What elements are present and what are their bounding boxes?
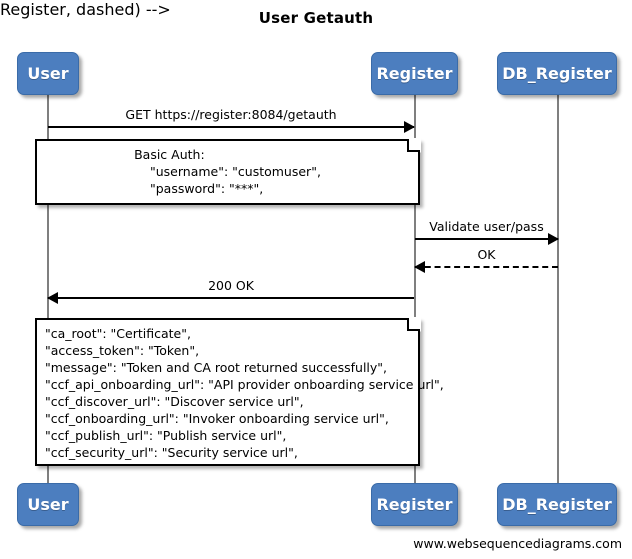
message-validate-user-pass-line — [415, 238, 558, 240]
participant-db-register-top-label: DB_Register — [502, 63, 612, 83]
footer-credit: www.websequencediagrams.com — [413, 536, 622, 551]
note-line: "ccf_onboarding_url": "Invoker onboardin… — [45, 411, 389, 426]
lifeline-db-register — [557, 95, 559, 484]
note-fold-corner-icon — [407, 318, 420, 331]
note-line: Basic Auth: — [134, 147, 205, 162]
participant-db-register-top[interactable]: DB_Register — [497, 52, 617, 95]
note-line: "message": "Token and CA root returned s… — [45, 360, 388, 375]
note-line: "password": "***", — [134, 181, 264, 196]
note-line: "ccf_security_url": "Security service ur… — [45, 445, 298, 460]
arrow-head-left-icon — [47, 292, 58, 304]
participant-register-bottom-label: Register — [376, 494, 453, 514]
note-line: "ca_root": "Certificate", — [45, 326, 191, 341]
message-ok-label: OK — [477, 247, 496, 262]
note-line: "ccf_publish_url": "Publish service url"… — [45, 428, 287, 443]
message-200-ok-label: 200 OK — [208, 278, 254, 293]
note-response-payload-body: "ca_root": "Certificate", "access_token"… — [37, 320, 444, 465]
note-basic-auth: Basic Auth: "username": "customuser", "p… — [35, 138, 421, 205]
participant-user-bottom-label: User — [27, 494, 69, 514]
participant-user-bottom[interactable]: User — [17, 483, 79, 526]
page-title: User Getauth — [258, 9, 374, 27]
participant-register-bottom[interactable]: Register — [371, 483, 458, 526]
note-fold-corner-icon — [407, 139, 420, 152]
arrow-head-right-icon — [404, 121, 415, 133]
participant-user-top-label: User — [27, 63, 69, 83]
message-validate-user-pass-label: Validate user/pass — [429, 219, 544, 234]
note-line: "ccf_api_onboarding_url": "API provider … — [45, 377, 444, 392]
arrow-head-left-icon — [414, 261, 425, 273]
participant-user-top[interactable]: User — [17, 52, 79, 95]
note-line: "username": "customuser", — [134, 164, 321, 179]
note-response-payload: "ca_root": "Certificate", "access_token"… — [35, 317, 444, 466]
note-line: "ccf_discover_url": "Discover service ur… — [45, 394, 304, 409]
participant-register-top[interactable]: Register — [371, 52, 458, 95]
note-basic-auth-body: Basic Auth: "username": "customuser", "p… — [37, 141, 418, 201]
participant-register-top-label: Register — [376, 63, 453, 83]
lifeline-user — [47, 95, 49, 484]
lifeline-register — [414, 95, 416, 484]
message-ok-line — [415, 266, 558, 268]
message-get-auth-line — [48, 126, 414, 128]
note-line: "access_token": "Token", — [45, 343, 200, 358]
participant-db-register-bottom-label: DB_Register — [502, 494, 612, 514]
arrow-head-right-icon — [548, 233, 559, 245]
message-get-auth-label: GET https://register:8084/getauth — [125, 107, 337, 122]
participant-db-register-bottom[interactable]: DB_Register — [497, 483, 617, 526]
message-200-ok-line — [48, 297, 414, 299]
